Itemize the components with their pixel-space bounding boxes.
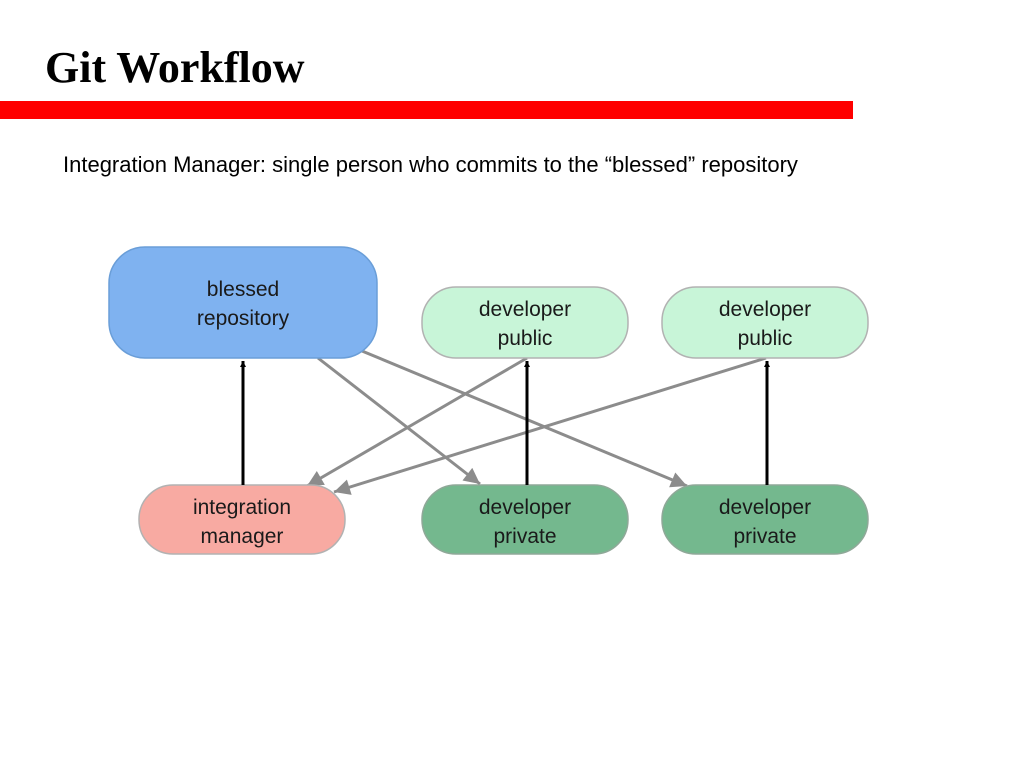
node-shape xyxy=(421,286,629,359)
node-label: private xyxy=(493,525,556,548)
pull-arrows xyxy=(306,349,767,495)
node-label: developer xyxy=(719,496,811,519)
node-label: blessed xyxy=(207,278,279,301)
arrow-dev-public-1-to-integration-manager xyxy=(306,356,528,488)
arrow-dev-public-2-to-integration-manager xyxy=(333,356,767,495)
node-label: public xyxy=(738,327,793,350)
node-integration-manager: integration manager xyxy=(138,484,346,555)
node-label: developer xyxy=(479,496,571,519)
node-shape xyxy=(108,246,378,359)
node-shape xyxy=(661,286,869,359)
node-label: manager xyxy=(201,525,284,548)
node-developer-public-1: developer public xyxy=(421,286,629,359)
node-label: private xyxy=(733,525,796,548)
arrow-blessed-to-dev-private-2 xyxy=(361,349,688,488)
node-label: repository xyxy=(197,307,290,330)
arrow-blessed-to-dev-private-1 xyxy=(317,356,481,486)
node-blessed-repository: blessed repository xyxy=(108,246,378,359)
node-developer-private-1: developer private xyxy=(421,484,629,555)
node-developer-public-2: developer public xyxy=(661,286,869,359)
node-label: developer xyxy=(719,298,811,321)
title-underline-bar xyxy=(0,101,853,119)
slide-title: Git Workflow xyxy=(45,43,305,92)
node-developer-private-2: developer private xyxy=(661,484,869,555)
node-label: developer xyxy=(479,298,571,321)
slide-description: Integration Manager: single person who c… xyxy=(63,152,798,177)
node-shape xyxy=(421,484,629,555)
node-shape xyxy=(661,484,869,555)
node-label: integration xyxy=(193,496,291,519)
node-label: public xyxy=(498,327,553,350)
push-arrows xyxy=(240,361,770,485)
